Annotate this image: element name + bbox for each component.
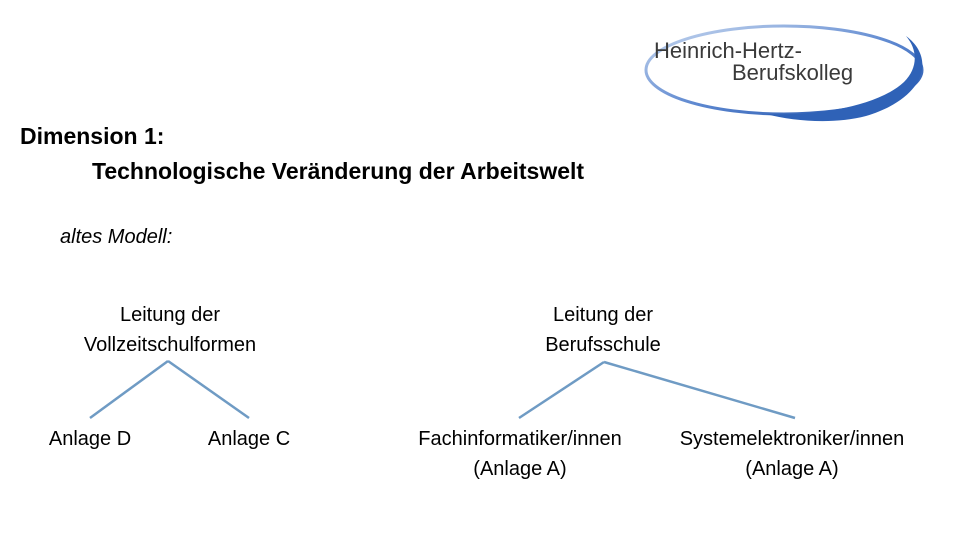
connector-right-to-systemelektroniker [603,360,796,420]
left-root-line2: Vollzeitschulformen [83,334,257,356]
right-child-2-line1: Systemelektroniker/innen [679,428,905,450]
connector-right-to-fachinformatiker [518,360,605,420]
left-child-anlage-d: Anlage D [48,428,132,450]
heading-line2: Technologische Veränderung der Arbeitswe… [92,158,585,184]
heading-line1: Dimension 1: [20,123,165,149]
right-child-1-line1: Fachinformatiker/innen [418,428,622,450]
connector-left-to-anlage-c [167,359,250,420]
right-child-systemelektroniker: Systemelektroniker/innen (Anlage A) [652,424,932,484]
connector-left-to-anlage-d [89,359,169,420]
right-child-fachinformatiker: Fachinformatiker/innen (Anlage A) [392,424,648,484]
right-root-node: Leitung der Berufsschule [483,300,723,360]
right-root-line2: Berufsschule [545,334,661,356]
logo-text-line2: Berufskolleg [732,60,853,85]
right-child-1-line2: (Anlage A) [473,458,567,480]
heinrich-hertz-berufskolleg-logo: Heinrich-Hertz- Berufskolleg [644,24,924,122]
right-root-line1: Leitung der [552,304,654,326]
left-root-node: Leitung der Vollzeitschulformen [40,300,300,360]
right-child-2-line2: (Anlage A) [745,458,839,480]
left-root-line1: Leitung der [119,304,221,326]
logo-text-line1: Heinrich-Hertz- [654,38,802,63]
left-child-anlage-c: Anlage C [207,428,291,450]
subtitle: altes Modell: [60,226,173,248]
